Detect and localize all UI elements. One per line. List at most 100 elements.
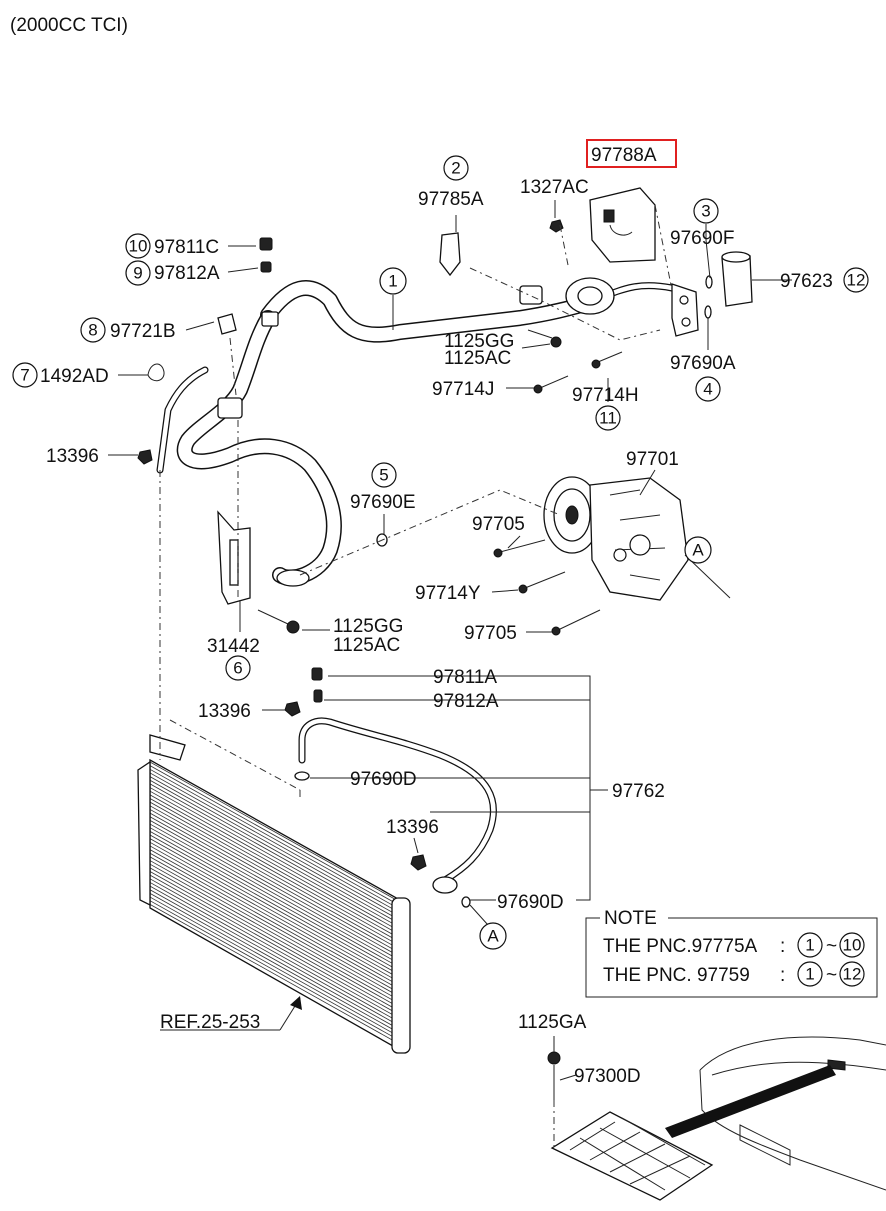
svg-text:9: 9 <box>133 264 142 283</box>
label-13396-c: 13396 <box>386 817 439 838</box>
label-97300D: 97300D <box>574 1066 641 1087</box>
label-1125GG-a: 1125GG <box>444 331 514 352</box>
svg-text:1: 1 <box>388 272 397 291</box>
condenser <box>137 734 411 1054</box>
callout-10: 10 <box>125 233 151 259</box>
svg-text:8: 8 <box>88 321 97 340</box>
callout-11: 11 <box>595 405 621 431</box>
label-97623: 97623 <box>780 271 833 292</box>
label-97811A: 97811A <box>433 667 497 688</box>
undercover <box>550 1111 714 1201</box>
svg-text:~: ~ <box>826 936 837 957</box>
callout-12: 12 <box>843 267 869 293</box>
core-97812A <box>260 261 272 273</box>
svg-text:~: ~ <box>826 965 837 986</box>
o-ring-97690D-b <box>461 896 471 908</box>
compressor <box>543 476 689 601</box>
label-97721B: 97721B <box>110 321 176 342</box>
label-97690E: 97690E <box>350 492 416 513</box>
bolt-97714J <box>539 375 569 389</box>
svg-text:12: 12 <box>847 271 866 290</box>
label-97714H: 97714H <box>572 385 639 406</box>
label-97714Y: 97714Y <box>415 583 481 604</box>
label-97705-a: 97705 <box>472 514 525 535</box>
svg-text::: : <box>780 965 785 986</box>
label-1125AC-a: 1125AC <box>444 348 511 369</box>
bracket-97785A <box>439 232 461 277</box>
label-97762: 97762 <box>612 781 665 802</box>
svg-text:11: 11 <box>599 409 617 428</box>
nut-13396-c <box>410 854 427 871</box>
switch-97721B <box>217 313 237 335</box>
cap-97811A <box>311 667 323 681</box>
discharge-pipe <box>298 717 497 894</box>
expansion-valve <box>721 251 753 307</box>
o-ring-97690A <box>704 305 712 319</box>
label-97812A-top: 97812A <box>154 263 220 284</box>
label-1125GA: 1125GA <box>518 1012 587 1033</box>
label-97690A: 97690A <box>670 353 736 374</box>
callout-A-compressor: A <box>684 536 712 564</box>
callout-A-pipe: A <box>479 922 507 950</box>
bolt-1125GG <box>527 329 553 339</box>
callout-9: 9 <box>125 260 151 286</box>
callout-8: 8 <box>80 317 106 343</box>
diagram-title: (2000CC TCI) <box>10 15 128 36</box>
svg-text::: : <box>780 936 785 957</box>
svg-text:A: A <box>692 541 704 560</box>
svg-text:6: 6 <box>233 659 242 678</box>
bolt-97705-a <box>499 539 546 553</box>
note-line-1: THE PNC.97775A <box>603 936 758 957</box>
label-13396-b: 13396 <box>198 701 251 722</box>
svg-text:7: 7 <box>20 366 29 385</box>
label-97690D-a: 97690D <box>350 769 417 790</box>
label-1125GG-b: 1125GG <box>333 616 403 637</box>
label-97705-b: 97705 <box>464 623 517 644</box>
label-1327AC: 1327AC <box>520 177 589 198</box>
bolt-1125GG-b <box>257 609 289 625</box>
svg-text:10: 10 <box>843 936 862 955</box>
callout-5: 5 <box>371 462 397 488</box>
svg-text:1: 1 <box>805 965 814 984</box>
note-title: NOTE <box>604 908 657 929</box>
highlight-box <box>586 139 677 168</box>
block-fitting <box>671 283 699 337</box>
svg-text:10: 10 <box>129 237 148 256</box>
label-97788A: 97788A <box>591 145 657 166</box>
callout-3: 3 <box>693 198 719 224</box>
callout-2: 2 <box>443 155 469 181</box>
label-97714J: 97714J <box>432 379 494 400</box>
o-ring-97690D-a <box>294 771 310 781</box>
callout-6: 6 <box>225 655 251 681</box>
nut-13396-a <box>137 449 153 465</box>
cap-97811C <box>259 237 273 251</box>
callout-4: 4 <box>695 376 721 402</box>
label-97690D-b: 97690D <box>497 892 564 913</box>
svg-text:3: 3 <box>701 202 710 221</box>
label-97690F: 97690F <box>670 228 734 249</box>
bolt-97714H <box>597 351 623 363</box>
core-97812A <box>313 689 323 703</box>
label-97701: 97701 <box>626 449 679 470</box>
svg-text:12: 12 <box>843 965 862 984</box>
svg-text:1: 1 <box>805 936 814 955</box>
svg-text:2: 2 <box>451 159 460 178</box>
label-ref: REF.25-253 <box>160 1012 260 1033</box>
label-13396-a: 13396 <box>46 446 99 467</box>
o-ring-97690F <box>705 275 713 289</box>
bracket-31442 <box>217 510 251 605</box>
nut-1327AC <box>549 219 564 233</box>
label-97785A: 97785A <box>418 189 484 210</box>
bolt-97705-b <box>557 609 601 631</box>
label-31442: 31442 <box>207 636 260 657</box>
insulator-cover <box>589 187 656 263</box>
svg-text:A: A <box>487 927 499 946</box>
note-box: NOTE THE PNC.97775A : 1 ~ 10 THE PNC. 97… <box>585 908 878 998</box>
nut-13396-b <box>284 701 301 717</box>
label-1492AD: 1492AD <box>40 366 109 387</box>
label-97812A: 97812A <box>433 691 499 712</box>
bolt-97714Y <box>524 571 566 589</box>
callout-1: 1 <box>379 267 407 295</box>
clamp-1492AD <box>147 363 165 382</box>
suction-hose-assembly <box>156 277 676 587</box>
